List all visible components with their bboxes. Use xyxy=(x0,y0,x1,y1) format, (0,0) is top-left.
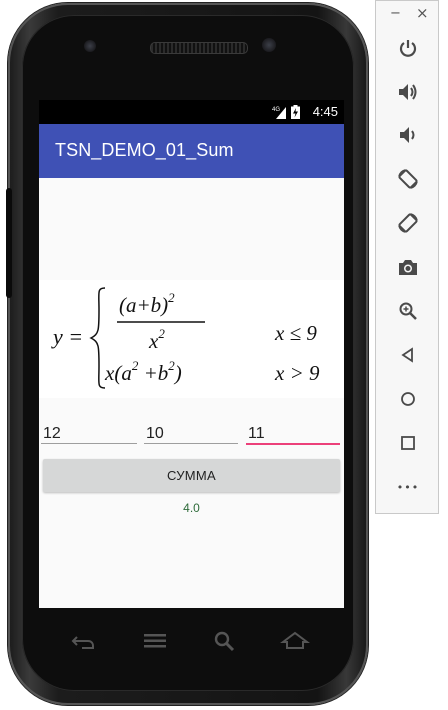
minimize-button[interactable]: − xyxy=(390,6,401,21)
device-screen: 4G 4:45 TSN_DEMO_01_Sum y = (a+b)2 x2 xyxy=(39,100,344,608)
back-key-icon[interactable] xyxy=(68,628,98,654)
app-bar: TSN_DEMO_01_Sum xyxy=(39,124,344,178)
app-title: TSN_DEMO_01_Sum xyxy=(55,140,234,160)
input-a[interactable] xyxy=(41,422,136,446)
formula-case1-condition: x ≤ 9 xyxy=(274,321,317,345)
status-bar: 4G 4:45 xyxy=(39,100,344,124)
rotate-right-icon xyxy=(398,213,418,233)
volume-up-button[interactable] xyxy=(392,76,424,108)
formula-brace xyxy=(89,287,106,389)
hardware-nav-keys xyxy=(60,628,330,654)
status-time: 4:45 xyxy=(312,104,338,119)
power-button[interactable] xyxy=(392,32,424,64)
battery-charging-icon xyxy=(291,105,300,119)
side-volume-key xyxy=(6,188,12,298)
formula-case2-condition: x > 9 xyxy=(274,361,320,385)
result-text: 4.0 xyxy=(183,501,200,515)
input-a-underline xyxy=(41,443,137,444)
search-key-icon[interactable] xyxy=(210,628,240,654)
rotate-left-button[interactable] xyxy=(392,163,424,195)
input-x[interactable] xyxy=(246,422,341,446)
front-camera xyxy=(262,38,276,52)
input-b[interactable] xyxy=(144,422,239,446)
rotate-right-button[interactable] xyxy=(392,207,424,239)
back-triangle-icon xyxy=(401,347,413,363)
emulator-toolbar: − × xyxy=(375,0,439,514)
formula-case2-expression: x(a2 +b2) xyxy=(104,358,182,385)
signal-icon: 4G xyxy=(272,107,286,119)
camera-icon xyxy=(399,260,417,275)
volume-down-icon xyxy=(400,127,415,143)
overview-square-icon xyxy=(401,436,415,450)
proximity-sensor xyxy=(84,40,96,52)
menu-key-icon[interactable] xyxy=(140,628,170,654)
power-icon xyxy=(399,40,417,57)
rotate-left-icon xyxy=(398,169,418,189)
formula-case1-numerator: (a+b)2 xyxy=(119,290,175,317)
input-x-underline xyxy=(246,443,340,445)
home-circle-icon xyxy=(401,392,415,406)
screenshot-button[interactable] xyxy=(392,251,424,283)
zoom-icon xyxy=(399,302,417,320)
input-b-underline xyxy=(144,443,238,444)
zoom-button[interactable] xyxy=(392,295,424,327)
formula-case1-denominator: x2 xyxy=(148,326,165,353)
close-button[interactable]: × xyxy=(416,4,429,22)
home-key-icon[interactable] xyxy=(280,628,310,654)
overview-button[interactable] xyxy=(392,427,424,459)
home-button[interactable] xyxy=(392,383,424,415)
network-type-label: 4G xyxy=(272,107,280,113)
formula-lhs: y = xyxy=(51,324,83,349)
formula-image: y = (a+b)2 x2 x ≤ 9 x(a2 +b2) x > 9 xyxy=(39,280,344,398)
back-button[interactable] xyxy=(392,339,424,371)
earpiece-speaker xyxy=(150,42,248,54)
volume-down-button[interactable] xyxy=(392,119,424,151)
sum-button[interactable]: СУММА xyxy=(43,459,340,492)
status-icons: 4G xyxy=(272,105,300,119)
emulator-window-controls: − × xyxy=(376,3,440,25)
more-button[interactable]: ••• xyxy=(396,480,420,494)
volume-up-icon xyxy=(399,84,417,100)
